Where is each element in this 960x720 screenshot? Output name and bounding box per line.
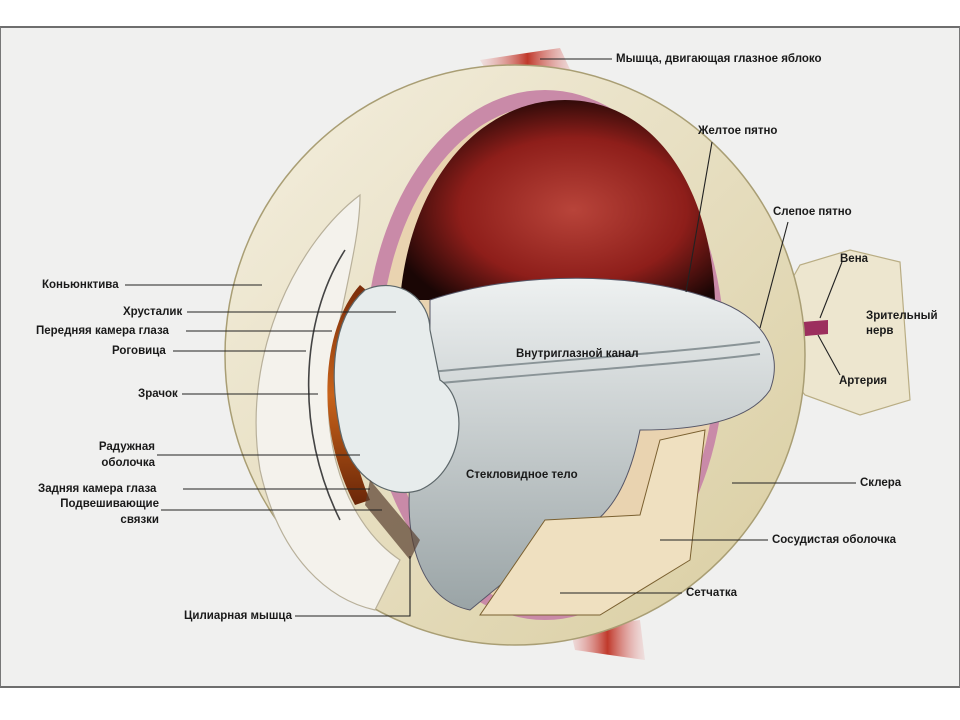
cornea bbox=[307, 249, 346, 521]
label-iris-line2: оболочка bbox=[101, 457, 155, 469]
label-lens: Хрусталик bbox=[123, 306, 183, 318]
label-sclera: Склера bbox=[860, 477, 902, 489]
leader-ciliary-muscle bbox=[295, 556, 411, 617]
ciliary-zonules bbox=[365, 480, 420, 560]
label-muscle: Мышца, двигающая глазное яблоко bbox=[616, 53, 822, 65]
retina-cutaway bbox=[479, 429, 706, 616]
lens bbox=[333, 284, 460, 494]
label-anterior-chamber: Передняя камера глаза bbox=[36, 325, 169, 337]
label-ciliary-muscle: Цилиарная мышца bbox=[184, 610, 293, 622]
label-artery: Артерия bbox=[839, 375, 888, 387]
leader-macula bbox=[685, 141, 713, 293]
label-choroid: Сосудистая оболочка bbox=[772, 534, 896, 546]
leader-blind-spot bbox=[759, 221, 789, 329]
label-zonules-line2: связки bbox=[120, 514, 159, 526]
label-zonules-line1: Подвешивающие bbox=[60, 498, 159, 510]
leader-vein bbox=[819, 261, 843, 319]
label-macula: Желтое пятно bbox=[698, 125, 778, 137]
label-cornea: Роговица bbox=[112, 345, 166, 357]
label-vitreous-body: Стекловидное тело bbox=[466, 469, 578, 481]
label-conjunctiva: Коньюнктива bbox=[42, 279, 119, 291]
label-posterior-chamber: Задняя камера глаза bbox=[38, 483, 157, 495]
hyaloid-canal bbox=[429, 341, 761, 385]
label-pupil: Зрачок bbox=[138, 388, 178, 400]
label-retina: Сетчатка bbox=[686, 587, 738, 599]
label-hyaloid-canal: Внутриглазной канал bbox=[516, 348, 639, 360]
label-vein: Вена bbox=[840, 253, 869, 265]
label-optic-nerve-line2: нерв bbox=[866, 325, 894, 337]
leader-artery bbox=[817, 334, 841, 376]
label-optic-nerve-line1: Зрительный bbox=[866, 310, 938, 322]
label-iris-line1: Радужная bbox=[98, 441, 155, 453]
label-blind-spot: Слепое пятно bbox=[773, 206, 852, 218]
retina-interior bbox=[400, 100, 715, 300]
